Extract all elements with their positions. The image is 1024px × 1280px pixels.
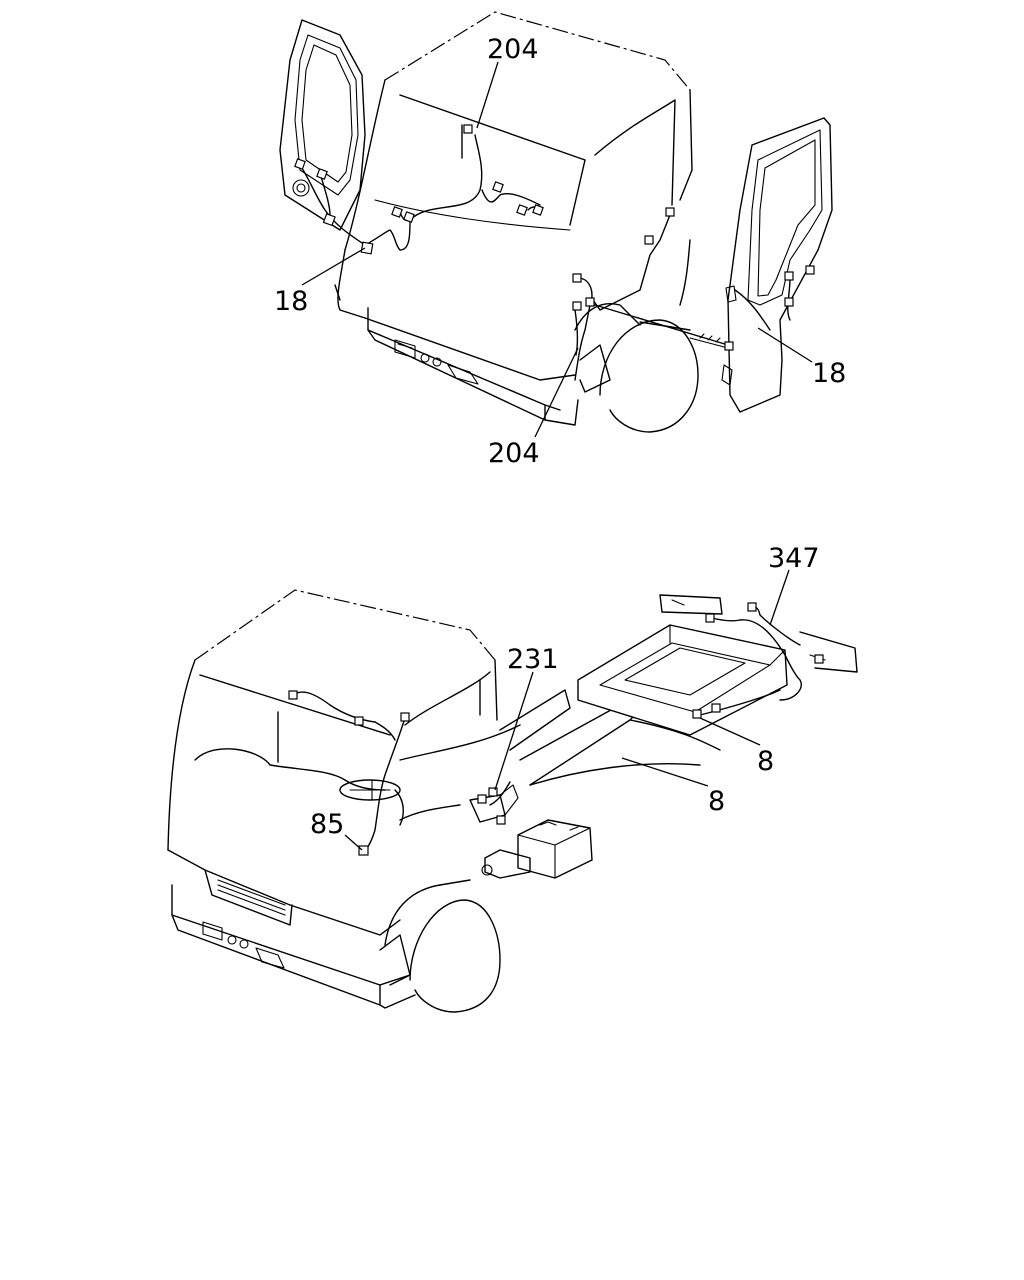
top-leader-lines <box>301 61 813 438</box>
bottom-cab-illustration <box>167 589 858 1013</box>
callout-347: 347 <box>768 543 820 574</box>
callout-231: 231 <box>507 644 559 675</box>
top-cab-illustration <box>279 11 833 433</box>
callout-204-bottom: 204 <box>488 438 540 469</box>
callout-8-upper: 8 <box>757 746 774 777</box>
callout-85: 85 <box>310 809 344 840</box>
callout-18-right: 18 <box>812 358 846 389</box>
callout-18-left: 18 <box>274 286 308 317</box>
callout-204-top: 204 <box>487 34 539 65</box>
bottom-harness-wires <box>288 602 824 856</box>
callout-8-lower: 8 <box>708 786 725 817</box>
bottom-leader-lines <box>344 569 790 851</box>
